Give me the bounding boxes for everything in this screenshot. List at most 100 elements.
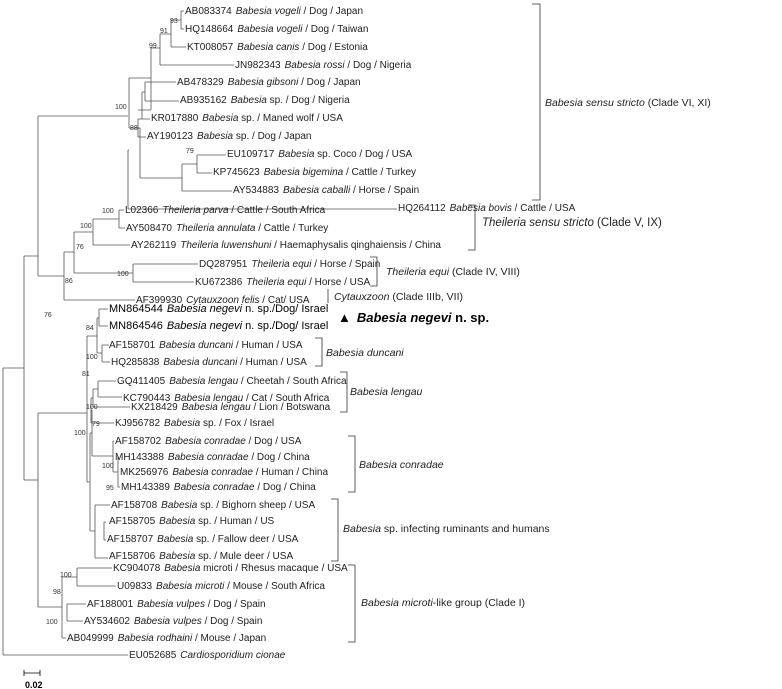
accession-number: AY190123	[147, 131, 193, 142]
bootstrap-value: 84	[86, 325, 94, 332]
host-location: / Dog / China	[255, 482, 317, 493]
host-location: / Dog / Japan	[301, 6, 363, 17]
accession-number: HQ264112	[398, 203, 446, 214]
accession-number: AF158708	[111, 500, 158, 511]
clade-label: Theileria equi (Clade IV, VIII)	[386, 266, 520, 278]
bootstrap-value: 93	[170, 18, 178, 25]
clade-label: Theileria sensu stricto (Clade V, IX)	[482, 217, 662, 229]
accession-number: KC904078	[113, 563, 161, 574]
host-location: / Lion / Botswana	[251, 402, 331, 413]
species-name: Babesia gibsoni	[228, 77, 299, 88]
accession-number: HQ285838	[111, 357, 160, 368]
host-location: sp. / Maned wolf / USA	[238, 113, 343, 124]
species-name: Babesia conradae	[172, 467, 253, 478]
species-name: Babesia rossi	[285, 60, 346, 71]
host-location: / Cat / South Africa	[243, 393, 330, 404]
host-location: / Cattle / South Africa	[229, 205, 326, 216]
triangle-marker-icon: ▲	[338, 310, 351, 325]
accession-number: MN864546	[109, 320, 163, 332]
host-location: / Horse / USA	[306, 277, 370, 288]
species-name: Babesia	[159, 516, 196, 527]
host-location: / Cattle / USA	[512, 203, 576, 214]
bootstrap-value: 86	[65, 278, 73, 285]
host-location: / Horse / Spain	[350, 185, 419, 196]
species-name: Babesia	[197, 131, 234, 142]
host-location: / Cat/ USA	[260, 295, 310, 306]
bootstrap-value: 100	[115, 104, 127, 111]
species-name: Theileria annulata	[176, 223, 256, 234]
host-location: sp. / Dog / Nigeria	[267, 95, 350, 106]
host-location: / Cheetah / South Africa	[238, 376, 347, 387]
accession-number: DQ287951	[199, 259, 248, 270]
accession-number: AY262119	[131, 240, 177, 251]
host-location: / Horse / Spain	[311, 259, 380, 270]
species-name: Babesia negevi	[167, 320, 243, 332]
accession-number: AF158706	[109, 551, 156, 562]
host-location: / Cattle / Turkey	[343, 167, 416, 178]
host-location: / Dog / China	[249, 452, 311, 463]
accession-number: EU052685	[129, 650, 177, 661]
host-location: / Dog / Japan	[298, 77, 360, 88]
host-location: / Human / China	[253, 467, 328, 478]
accession-number: KC790443	[123, 393, 171, 404]
accession-number: MH143388	[115, 452, 164, 463]
host-location: / Dog / Nigeria	[345, 60, 412, 71]
host-location: sp. Coco / Dog / USA	[314, 149, 412, 160]
bootstrap-value: 100	[80, 223, 92, 230]
bootstrap-value: 100	[102, 463, 114, 470]
clade-labels: Babesia sensu stricto (Clade VI, XI) The…	[326, 97, 711, 609]
host-location: / Haemaphysalis qinghaiensis / China	[271, 240, 441, 251]
species-name: Babesia duncani	[159, 340, 234, 351]
species-name: Babesia rodhaini	[118, 633, 193, 644]
species-name: Cytauxzoon felis	[186, 295, 259, 306]
accession-number: MK256976	[120, 467, 169, 478]
clade-label: Babesia duncani	[326, 347, 404, 359]
species-name: Babesia vogeli	[236, 6, 302, 17]
accession-number: U09833	[117, 581, 152, 592]
species-name: Theileria luwenshuni	[180, 240, 272, 251]
bootstrap-value: 95	[106, 485, 114, 492]
clade-label: Cytauxzoon (Clade IIIb, VII)	[334, 291, 463, 303]
host-location: / Dog / Taiwan	[302, 24, 368, 35]
bootstrap-value: 91	[160, 28, 168, 35]
scale-bar-label: 0.02	[25, 680, 43, 689]
accession-number: KJ956782	[115, 418, 160, 429]
accession-number: EU109717	[227, 149, 275, 160]
species-name: Babesia lengau	[174, 393, 243, 404]
bootstrap-value: 100	[74, 430, 86, 437]
species-name: Babesia	[202, 113, 239, 124]
species-name: Theileria equi	[246, 277, 307, 288]
species-name: Babesia duncani	[163, 357, 238, 368]
host-location: / Dog / Spain	[202, 616, 263, 627]
bootstrap-value: 100	[86, 404, 98, 411]
bootstrap-value: 81	[82, 371, 90, 378]
new-species-highlight: ▲Babesia negevi n. sp.	[338, 310, 489, 325]
species-name: Babesia negevi	[167, 303, 243, 315]
bootstrap-value: 100	[46, 619, 58, 626]
clade-label: Babesia conradae	[359, 459, 444, 471]
species-name: Babesia	[231, 95, 268, 106]
species-name: Babesia	[159, 551, 196, 562]
